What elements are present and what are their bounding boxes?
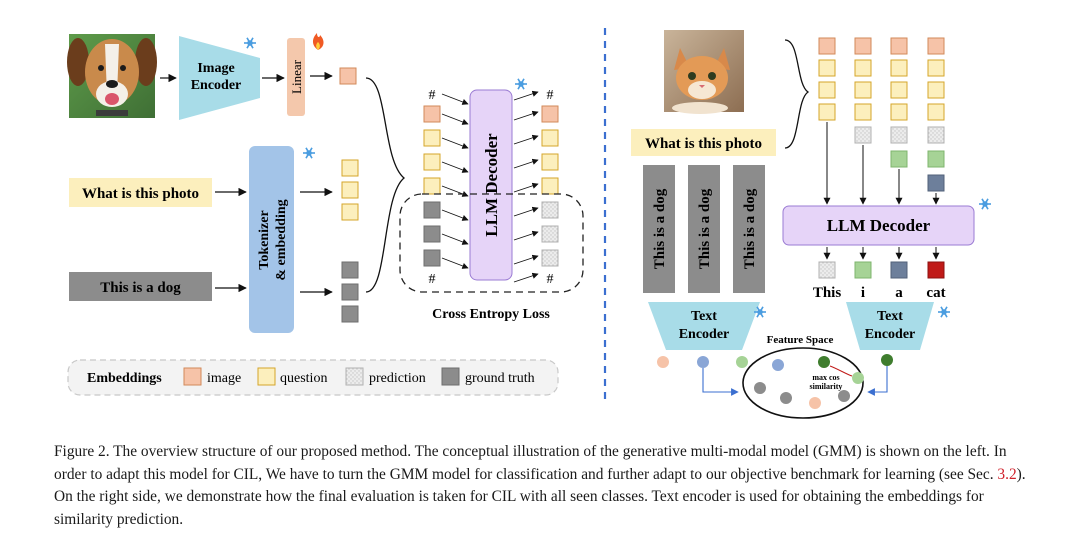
end-token-hash: # xyxy=(429,272,436,287)
question-text: What is this photo xyxy=(82,186,199,202)
right-llm-decoder-label: LLM Decoder xyxy=(827,216,931,235)
candidate-embedding-dots xyxy=(657,356,748,368)
legend-label-question: question xyxy=(280,371,327,386)
llm-output-tokens xyxy=(541,105,559,267)
similarity-arrow xyxy=(829,365,853,377)
input-arrows xyxy=(441,93,469,269)
candidate-text-1: This is a dog xyxy=(652,188,668,269)
right-question-text-box xyxy=(631,129,776,156)
prediction-embedding-dot xyxy=(881,354,893,366)
legend-swatch-prediction xyxy=(345,367,364,386)
candidate-label-bars xyxy=(643,165,765,293)
candidate-text-3: This is a dog xyxy=(742,188,758,269)
legend-title: Embeddings xyxy=(87,371,162,386)
text-encoder-left-label-1: Text xyxy=(691,309,717,324)
output-word-a: a xyxy=(895,285,903,301)
caption-text-part-1: Figure 2. The overview structure of our … xyxy=(54,443,1007,483)
concat-brace xyxy=(365,77,406,293)
method-overview-diagram: Image Encoder Linear What is this photo … xyxy=(67,28,991,419)
cross-entropy-loss-region xyxy=(399,193,584,293)
right-output-tokens xyxy=(818,261,945,279)
text-encoder-right-label-1: Text xyxy=(877,309,903,324)
text-encoder-right-label-2: Encoder xyxy=(865,327,916,342)
frozen-snowflake-icon xyxy=(515,78,527,90)
trainable-flame-icon xyxy=(313,33,324,50)
embedding-connectors xyxy=(702,366,888,396)
right-output-arrows xyxy=(823,247,940,260)
llm-decoder xyxy=(469,89,513,281)
question-embedding-tokens xyxy=(341,159,359,221)
linear-label: Linear xyxy=(289,59,304,94)
caption-section-ref[interactable]: 3.2 xyxy=(997,465,1017,483)
question-text-box xyxy=(69,178,212,207)
output-word-i: i xyxy=(861,285,865,301)
frozen-snowflake-icon xyxy=(938,306,950,318)
llm-decoder-label: LLM Decoder xyxy=(482,133,501,237)
text-encoder-left xyxy=(648,302,760,350)
start-token-hash: # xyxy=(429,88,436,103)
legend-label-image: image xyxy=(207,371,241,386)
tokenizer-label-2: & embedding xyxy=(274,199,289,280)
cat-photo xyxy=(664,30,744,114)
similarity-label-1: max cos xyxy=(812,373,839,382)
tokenizer-label-1: Tokenizer xyxy=(257,210,272,269)
answer-text-box xyxy=(69,272,212,301)
legend-swatch-image xyxy=(183,367,202,386)
output-arrows xyxy=(513,90,539,283)
candidate-text-2: This is a dog xyxy=(697,188,713,269)
right-question-text: What is this photo xyxy=(645,136,762,152)
output-end-hash: # xyxy=(547,272,554,287)
legend-swatch-question xyxy=(257,367,276,386)
output-word-cat: cat xyxy=(926,285,945,301)
frozen-snowflake-icon xyxy=(754,306,766,318)
text-encoder-right xyxy=(846,302,934,350)
image-encoder-label-2: Encoder xyxy=(191,78,242,93)
legend-swatch-ground-truth xyxy=(441,367,460,386)
frozen-snowflake-icon xyxy=(979,198,991,210)
cross-entropy-loss-label: Cross Entropy Loss xyxy=(432,307,550,322)
frozen-snowflake-icon xyxy=(303,147,315,159)
dog-photo xyxy=(67,34,157,118)
legend-label-ground-truth: ground truth xyxy=(465,371,535,386)
linear-layer xyxy=(287,38,305,116)
frozen-snowflake-icon xyxy=(244,37,256,49)
image-encoder xyxy=(179,36,260,120)
feature-space-points xyxy=(754,356,864,409)
output-start-hash: # xyxy=(547,88,554,103)
similarity-label-2: similarity xyxy=(810,382,843,391)
figure-caption: Figure 2. The overview structure of our … xyxy=(54,441,1029,531)
llm-input-tokens xyxy=(423,105,441,267)
right-input-arrows xyxy=(823,122,940,205)
caption-text-part-2: ). On the right side, we demonstrate how… xyxy=(54,465,1026,528)
feature-space-label: Feature Space xyxy=(767,334,834,346)
output-word-this: This xyxy=(813,285,842,301)
answer-text: This is a dog xyxy=(100,280,181,296)
tokenizer-embedding-block xyxy=(249,146,294,333)
right-input-token-columns xyxy=(818,37,945,192)
image-embedding-token xyxy=(339,67,357,85)
legend-label-prediction: prediction xyxy=(369,371,426,386)
right-llm-decoder xyxy=(782,205,975,246)
text-encoder-left-label-2: Encoder xyxy=(679,327,730,342)
ground-truth-embedding-tokens xyxy=(341,261,359,323)
right-input-brace xyxy=(784,39,810,149)
image-encoder-label-1: Image xyxy=(197,61,234,76)
